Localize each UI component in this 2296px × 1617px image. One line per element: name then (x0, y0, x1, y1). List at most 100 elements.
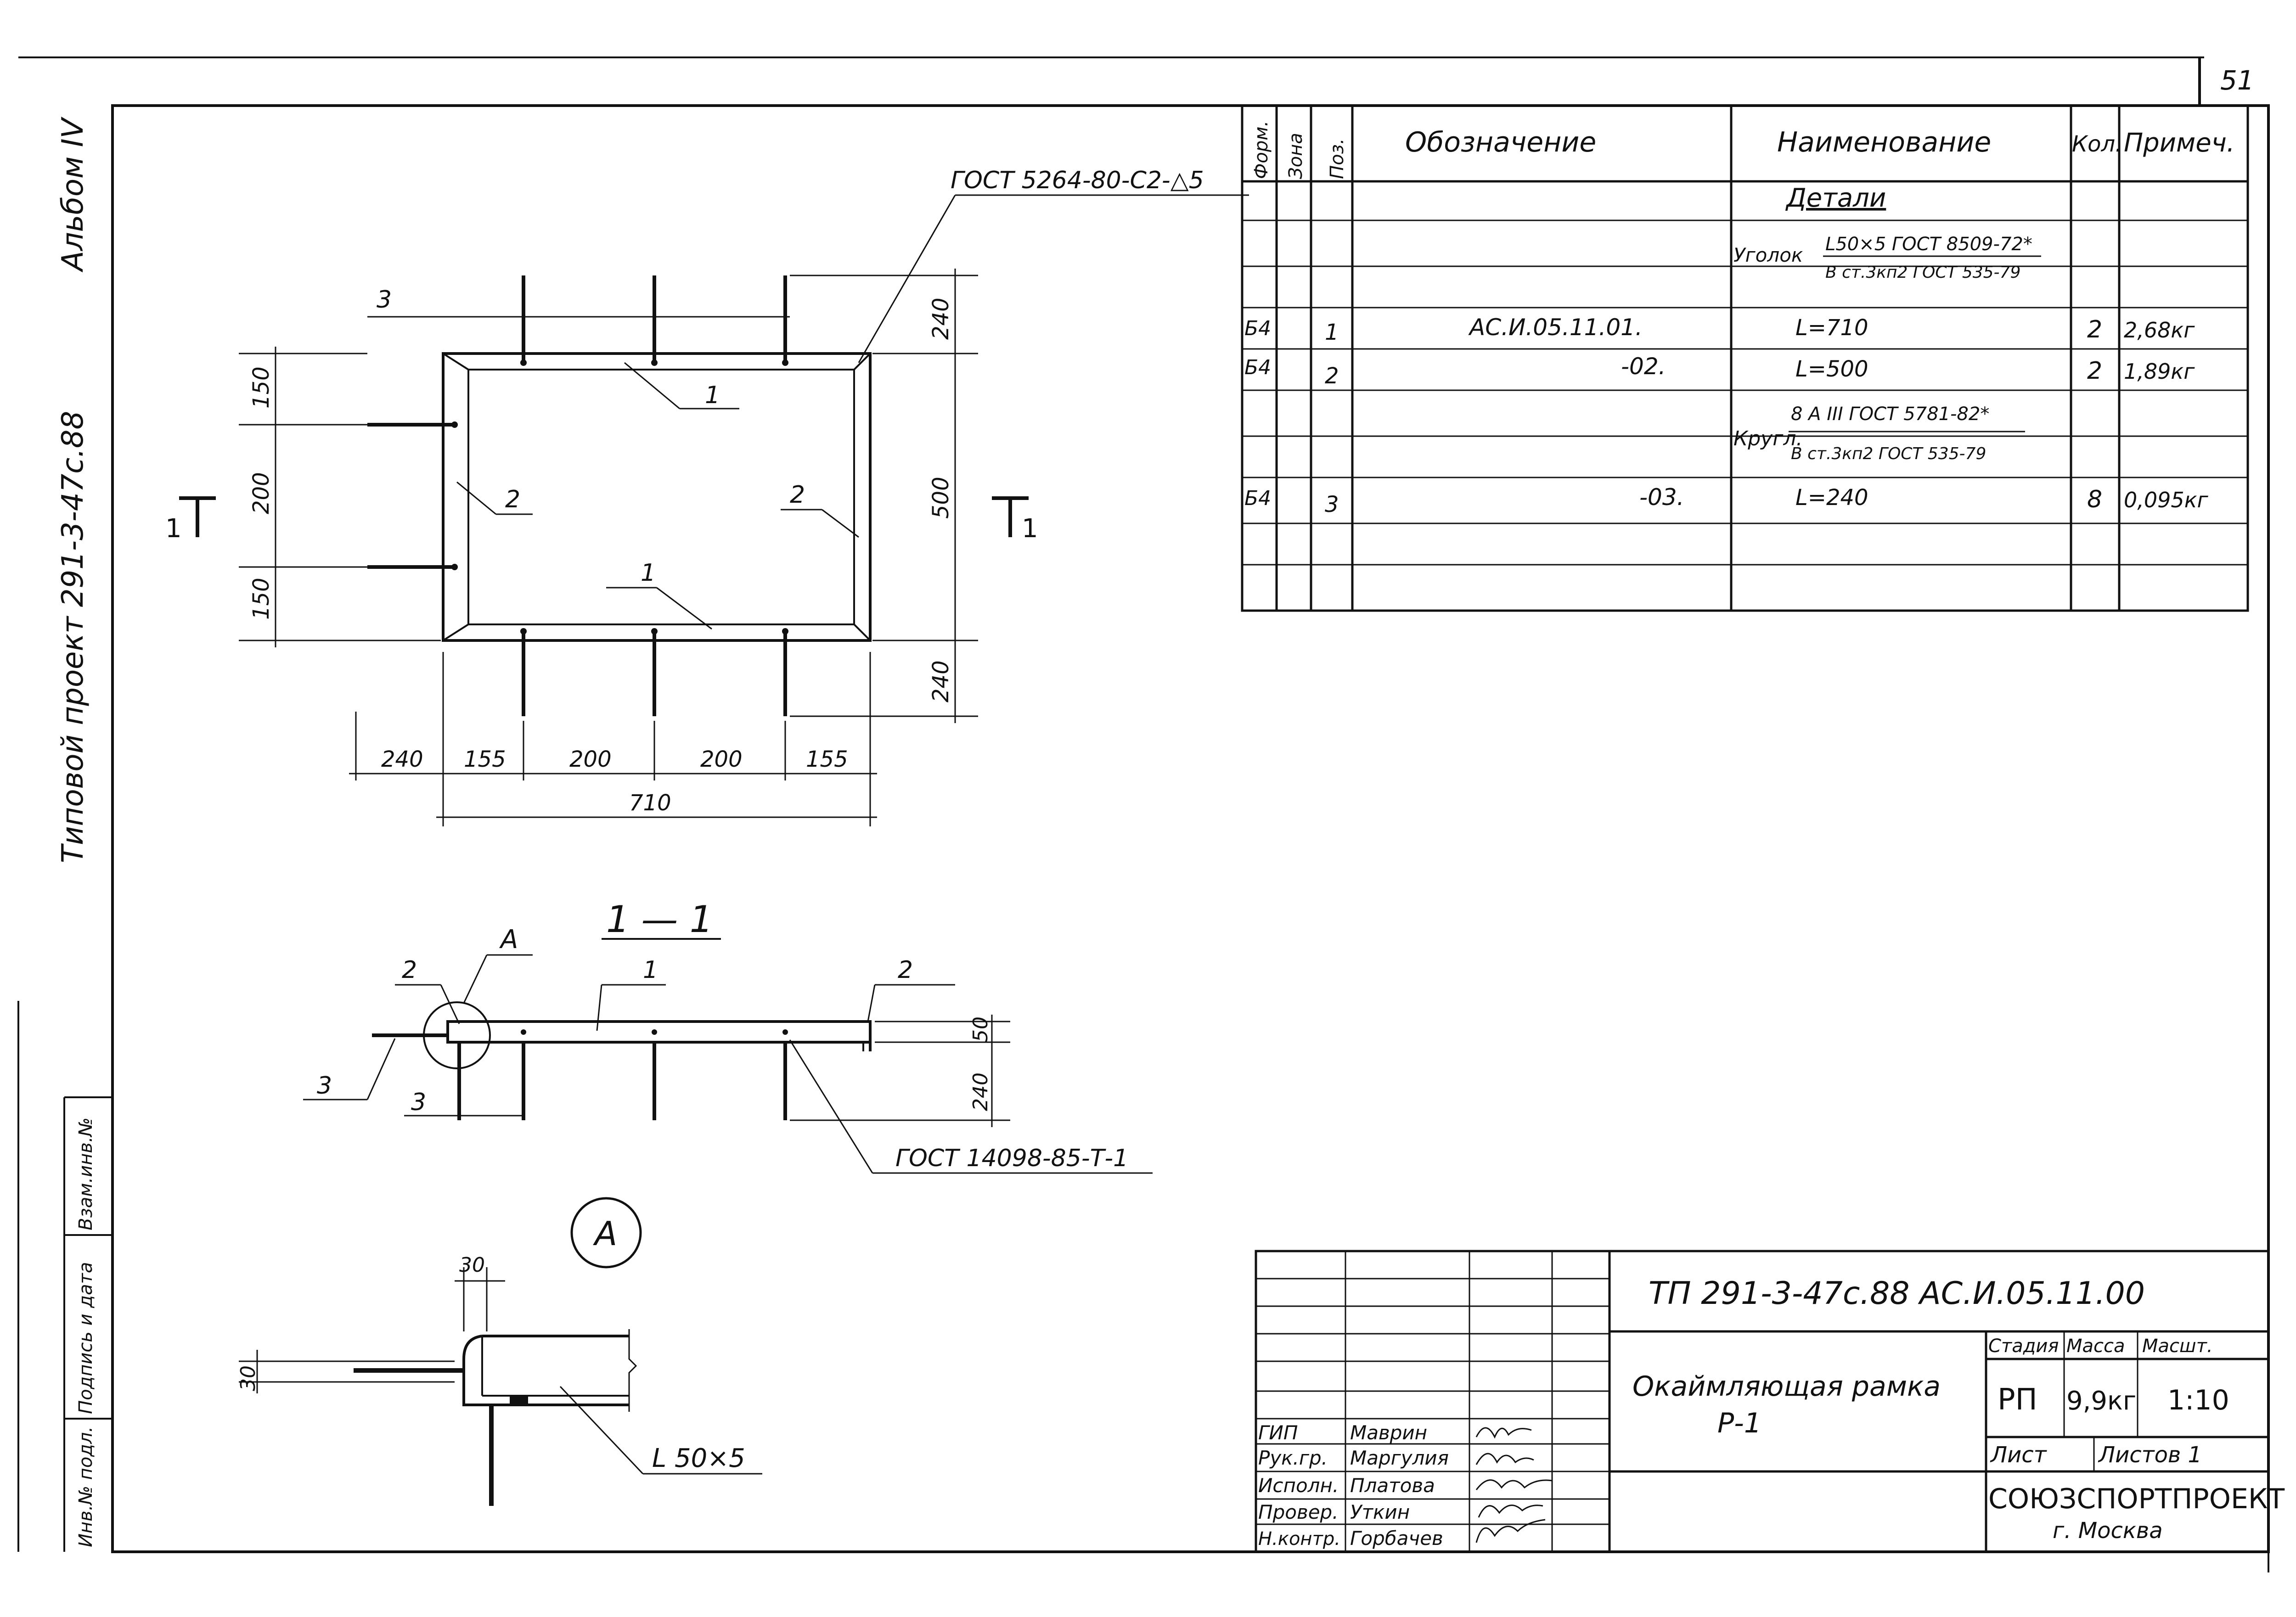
section-callout-1: 1 (643, 956, 658, 984)
section-callout-3-bottom: 3 (411, 1089, 426, 1116)
album-label: Альбом IV (56, 116, 90, 273)
spec-row2-pos: 2 (1325, 363, 1339, 389)
plan-dim-bottom-155-right: 155 (806, 747, 848, 772)
side-stamp-inv: Инв.№ подл. (75, 1426, 96, 1547)
plan-dim-500: 500 (928, 477, 954, 519)
plan-dim-bottom-200-left: 200 (569, 747, 612, 772)
spec-row3-qty: 8 (2087, 486, 2102, 513)
spec-header-zone: Зона (1285, 133, 1306, 179)
plan-dim-bottom-200-right: 200 (700, 747, 743, 772)
spec-row1-format: Б4 (1244, 317, 1271, 340)
detail-dim-30-top: 30 (459, 1253, 485, 1277)
title-stage-header: Стадия (1988, 1336, 2059, 1357)
spec-material-round-top: 8 А III ГОСТ 5781-82* (1791, 404, 1989, 425)
spec-row1-name: L=710 (1795, 315, 1868, 341)
plan-section-mark-left: 1 (165, 514, 182, 544)
frame-outer (442, 352, 872, 642)
title-sheet-label: Лист (1990, 1442, 2048, 1468)
title-name-5: Горбачев (1350, 1527, 1443, 1550)
title-scale-header: Масшт. (2142, 1336, 2213, 1357)
spec-row3-designation: -03. (1639, 484, 1684, 511)
spec-row3-note: 0,095кг (2124, 488, 2208, 512)
spec-table: Форм. Зона Поз. Обозначение Наименование… (1241, 104, 2249, 612)
spec-material-angle-top: L50×5 ГОСТ 8509-72* (1825, 234, 2032, 255)
spec-material-angle-bottom: В ст.3кп2 ГОСТ 535-79 (1825, 263, 2020, 282)
title-name-1: Маврин (1350, 1421, 1427, 1444)
title-mass-header: Масса (2066, 1336, 2125, 1357)
title-role-3: Исполн. (1258, 1474, 1339, 1497)
spec-row2-name: L=500 (1795, 356, 1868, 382)
title-block: ТП 291-3-47с.88 АС.И.05.11.00 Окаймляюща… (1255, 1250, 2285, 1553)
plan-callout-3: 3 (377, 286, 392, 314)
title-role-5: Н.контр. (1258, 1528, 1340, 1550)
title-name-4: Уткин (1350, 1501, 1410, 1523)
spec-row2-format: Б4 (1244, 356, 1271, 379)
section-callout-A: А (499, 925, 518, 954)
project-label: Типовой проект 291-3-47с.88 (56, 411, 90, 863)
spec-row1-qty: 2 (2087, 316, 2102, 343)
spec-material-angle-label: Уголок (1733, 244, 1803, 266)
spec-row3-pos: 3 (1325, 492, 1339, 517)
spec-header-note: Примеч. (2124, 128, 2235, 158)
title-line2: Р-1 (1717, 1407, 1761, 1439)
plan-callout-1-bottom: 1 (641, 559, 656, 587)
title-scale: 1:10 (2167, 1384, 2229, 1416)
detail-a-view: А 30 30 L 50×5 (236, 1197, 762, 1506)
sheet-frame (17, 56, 2270, 1572)
detail-a-marker (423, 1001, 491, 1069)
sheet-number: 51 (2220, 65, 2254, 96)
title-mass: 9,9кг (2066, 1386, 2136, 1416)
section-callout-2-left: 2 (402, 956, 417, 984)
spec-row2-qty: 2 (2087, 357, 2102, 385)
section-callout-3-left: 3 (317, 1072, 332, 1100)
title-sheets-label: Листов 1 (2098, 1442, 2202, 1468)
plan-dim-240-bottom: 240 (928, 660, 954, 702)
plan-dim-710: 710 (629, 790, 671, 816)
plan-dim-bottom-155-left: 155 (464, 747, 506, 772)
spec-header-format: Форм. (1251, 121, 1272, 179)
plan-dim-bottom-240: 240 (381, 747, 423, 772)
signatures (1475, 1427, 1553, 1543)
spec-row3-format: Б4 (1244, 487, 1271, 510)
plan-dim-200: 200 (248, 472, 274, 514)
section-dim-240: 240 (969, 1072, 992, 1111)
section-view: 1 — 1 А 2 1 2 (303, 898, 1153, 1174)
side-stamp: Инв.№ подл. Подпись и дата Взам.инв.№ (64, 1096, 113, 1547)
section-dim-50: 50 (969, 1016, 992, 1042)
spec-row3-name: L=240 (1795, 485, 1868, 511)
title-doc-code: ТП 291-3-47с.88 АС.И.05.11.00 (1649, 1275, 2145, 1312)
detail-profile-note: L 50×5 (652, 1443, 745, 1473)
spec-row1-pos: 1 (1325, 320, 1339, 345)
title-name-2: Маргулия (1350, 1447, 1449, 1469)
plan-callout-1-top: 1 (705, 382, 720, 409)
plan-weld-note: ГОСТ 5264-80-С2-△5 (951, 167, 1204, 194)
spec-header-pos: Поз. (1327, 138, 1348, 179)
detail-label: А (593, 1214, 617, 1253)
spec-material-round-bottom: В ст.3кп2 ГОСТ 535-79 (1791, 444, 1986, 463)
title-org: СОЮЗСПОРТПРОЕКТ (1988, 1483, 2285, 1515)
plan-callout-2-right: 2 (790, 481, 805, 509)
section-callout-2-right: 2 (898, 956, 913, 984)
plan-dim-150-top: 150 (248, 366, 274, 409)
title-stage: РП (1998, 1383, 2037, 1417)
plan-callout-2-left: 2 (505, 486, 520, 513)
spec-row1-note: 2,68кг (2124, 318, 2195, 342)
title-role-1: ГИП (1258, 1421, 1298, 1444)
title-name-3: Платова (1350, 1474, 1435, 1497)
spec-header-name: Наименование (1777, 126, 1991, 158)
plan-dim-150-bottom: 150 (248, 578, 274, 620)
spec-header-qty: Кол. (2072, 131, 2122, 157)
title-city: г. Москва (2053, 1518, 2163, 1544)
spec-row2-note: 1,89кг (2124, 359, 2195, 384)
frame-inner (467, 369, 855, 625)
title-line1: Окаймляющая рамка (1632, 1370, 1941, 1403)
spec-section-title: Детали (1785, 183, 1886, 213)
detail-dim-30-left: 30 (236, 1365, 260, 1391)
plan-section-mark-right: 1 (1022, 514, 1038, 544)
title-role-4: Провер. (1258, 1501, 1339, 1523)
side-stamp-sign: Подпись и дата (75, 1262, 96, 1414)
plan-dim-240-top: 240 (928, 298, 954, 340)
section-gost-note: ГОСТ 14098-85-Т-1 (895, 1145, 1128, 1172)
title-role-2: Рук.гр. (1258, 1447, 1328, 1469)
